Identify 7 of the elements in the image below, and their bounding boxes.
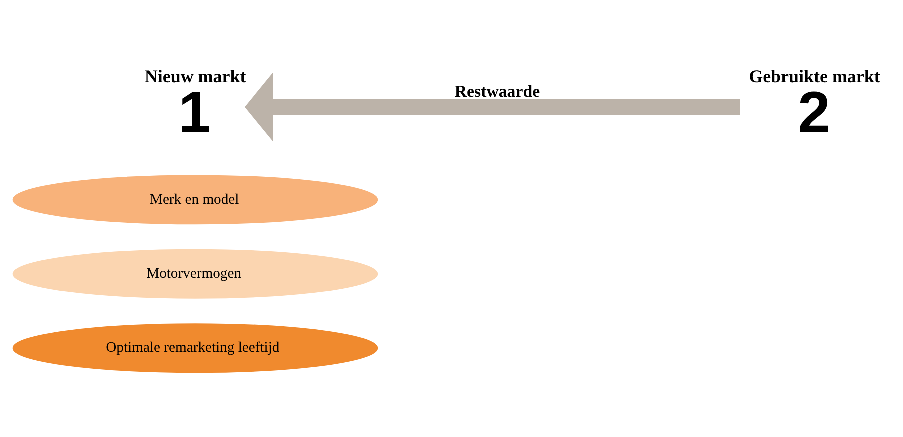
node-text: Nieuw markt 1 bbox=[144, 66, 246, 146]
node-ellipse: Merk en model bbox=[12, 175, 378, 225]
node-ellipse: Optimale remarketing leeftijd bbox=[12, 324, 378, 374]
node-text: Gebruikte markt 2 bbox=[749, 66, 880, 146]
edge-label: Restwaarde bbox=[454, 82, 540, 102]
node-ellipse: Motorvermogen bbox=[12, 249, 378, 299]
arrow bbox=[244, 72, 740, 142]
